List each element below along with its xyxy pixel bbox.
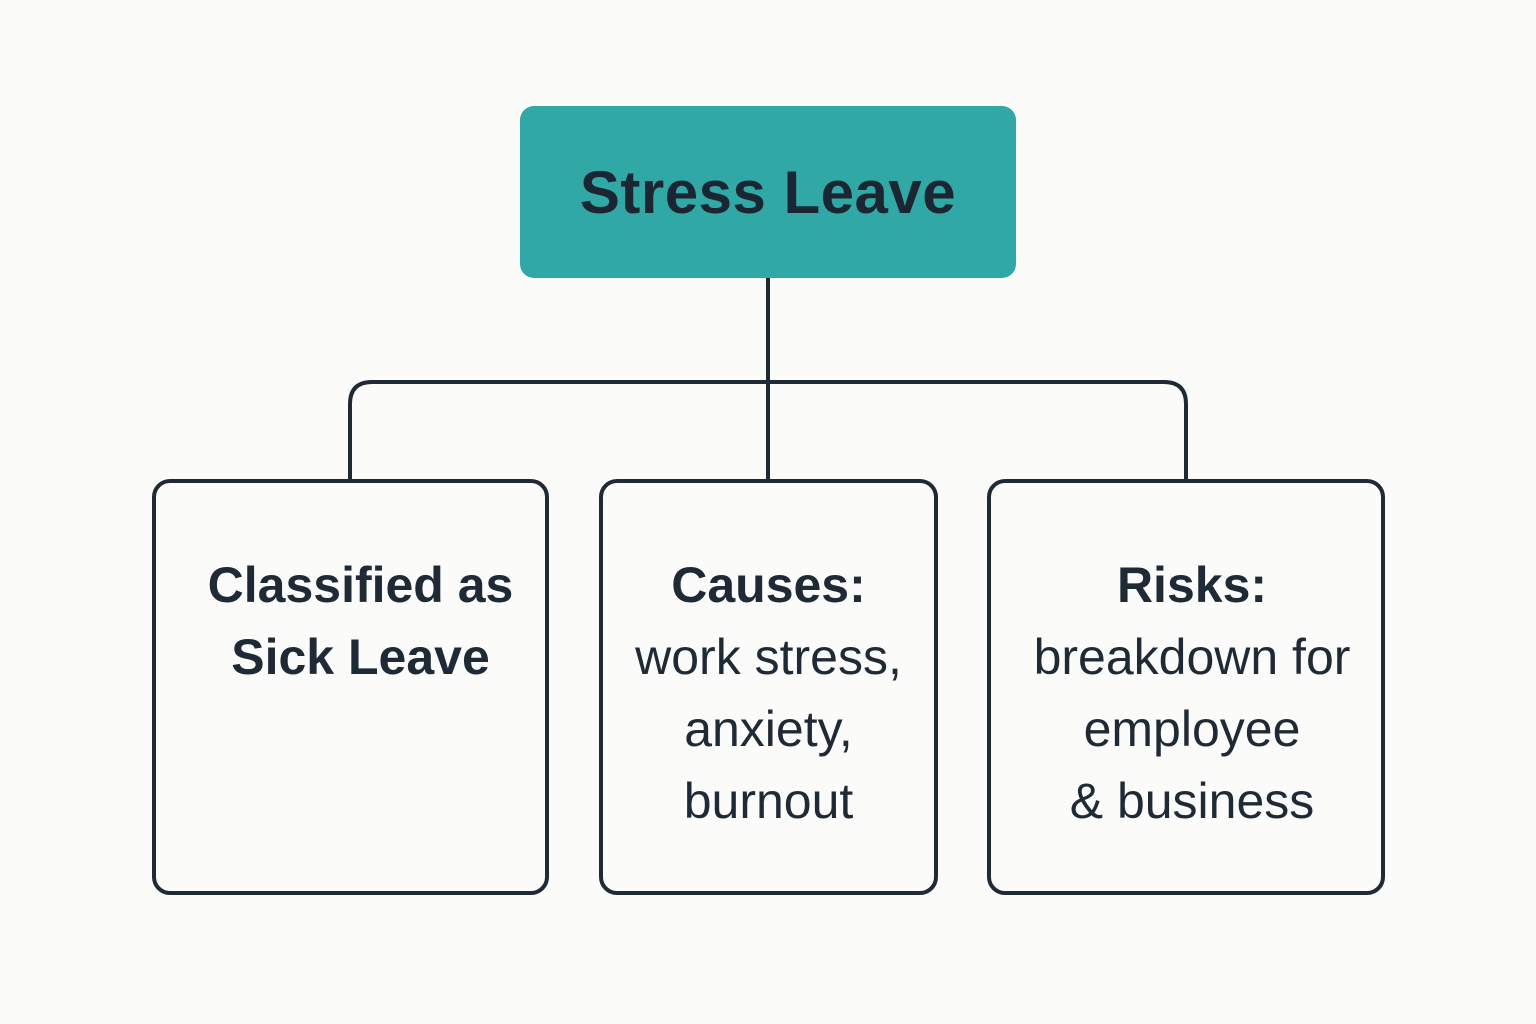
causes-heading: Causes:	[671, 557, 866, 613]
classification-heading-line-2: Sick Leave	[231, 629, 490, 685]
causes-line-2: anxiety,	[684, 701, 853, 757]
risks-heading: Risks:	[1116, 557, 1268, 613]
child-node-classification: Classified as Sick Leave	[152, 479, 549, 895]
root-node-label: Stress Leave	[579, 158, 957, 226]
node-text: Risks: breakdown for employee & business	[991, 549, 1381, 837]
risks-line-1: breakdown for	[1033, 629, 1351, 685]
child-node-causes: Causes: work stress, anxiety, burnout	[599, 479, 938, 895]
node-text: Classified as Sick Leave	[156, 549, 545, 693]
child-node-risks: Risks: breakdown for employee & business	[987, 479, 1385, 895]
classification-heading-line-1: Classified as	[207, 557, 514, 613]
risks-line-3: & business	[1069, 773, 1315, 829]
causes-line-1: work stress,	[635, 629, 902, 685]
node-text: Causes: work stress, anxiety, burnout	[603, 549, 934, 837]
branch-connector	[348, 380, 1188, 481]
risks-line-2: employee	[1083, 701, 1301, 757]
causes-line-3: burnout	[683, 773, 854, 829]
root-node-stress-leave: Stress Leave	[520, 106, 1016, 278]
